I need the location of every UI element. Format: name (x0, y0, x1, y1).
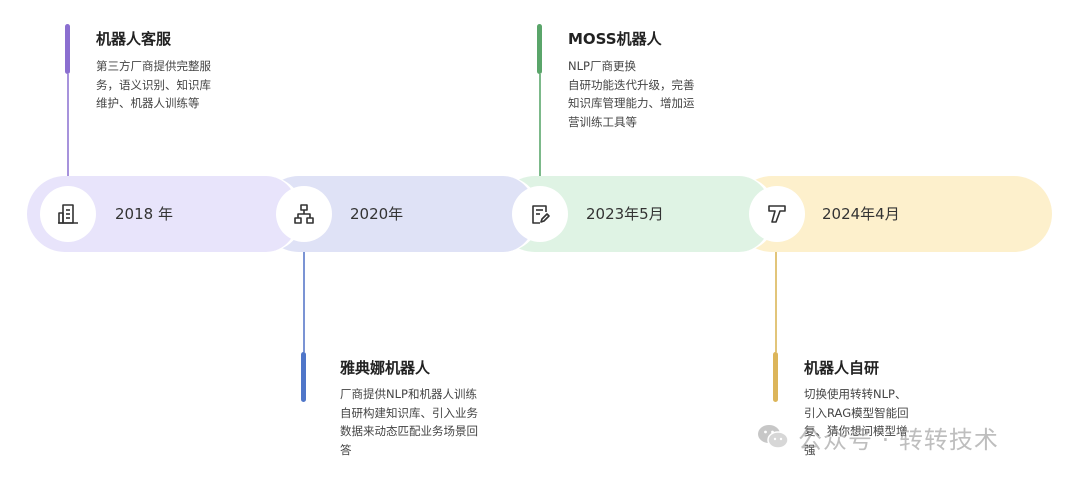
stage-desc-3-line-1: NLP厂商更换 (568, 59, 636, 73)
stage-desc-4-line-1: 切换使用转转NLP、 (804, 387, 907, 401)
document-edit-icon (532, 205, 550, 224)
stage-desc-3: NLP厂商更换 自研功能迭代升级，完善 知识库管理能力、增加运 营训练工具等 (568, 57, 695, 131)
stage-date-4: 2024年4月 (822, 205, 900, 223)
stage-stem-4 (774, 252, 777, 352)
stage-date-2: 2020年 (350, 205, 404, 223)
stage-desc-2: 厂商提供NLP和机器人训练 自研构建知识库、引入业务 数据来动态匹配业务场景回 … (340, 385, 478, 459)
stage-desc-2-line-3: 数据来动态匹配业务场景回 (340, 424, 478, 438)
watermark: 公众号 · 转转技术 (756, 420, 999, 454)
stage-icon-circle-2 (276, 186, 332, 242)
stage-desc-2-line-1: 厂商提供NLP和机器人训练 (340, 387, 477, 401)
stage-accent-bar-3 (537, 24, 542, 74)
stage-accent-bar-4 (773, 352, 778, 402)
stage-desc-3-line-3: 知识库管理能力、增加运 (568, 96, 695, 110)
wechat-icon (758, 425, 789, 449)
stage-stem-3 (538, 74, 541, 176)
stage-desc-4: 切换使用转转NLP、 引入RAG模型智能回 复、猜你想问模型增 强 (804, 385, 909, 459)
stage-title-4: 机器人自研 (804, 359, 880, 377)
stage-desc-4-line-4: 强 (804, 442, 816, 457)
stage-desc-1: 第三方厂商提供完整服 务，语义识别、知识库 维护、机器人训练等 (96, 57, 211, 113)
stage-icon-circle-1 (40, 186, 96, 242)
building-icon (58, 204, 78, 224)
org-chart-icon (294, 204, 314, 224)
stage-desc-4-line-2: 引入RAG模型智能回 (804, 405, 909, 420)
stage-date-3: 2023年5月 (586, 205, 664, 223)
stage-desc-2-line-4: 答 (340, 442, 352, 457)
stage-stem-2 (302, 252, 305, 352)
stage-desc-2-line-2: 自研构建知识库、引入业务 (340, 405, 478, 420)
stage-desc-1-line-2: 务，语义识别、知识库 (96, 77, 211, 92)
letter-t-icon (768, 205, 786, 223)
stage-title-1: 机器人客服 (96, 30, 172, 48)
stage-desc-1-line-3: 维护、机器人训练等 (96, 96, 200, 110)
stage-desc-3-line-4: 营训练工具等 (568, 114, 637, 129)
stage-desc-4-line-3: 复、猜你想问模型增 (804, 424, 908, 438)
stage-icon-circle-3 (512, 186, 568, 242)
stage-stem-1 (66, 74, 69, 176)
stage-title-2: 雅典娜机器人 (340, 359, 431, 377)
stage-accent-bar-1 (65, 24, 70, 74)
stage-title-3: MOSS机器人 (568, 30, 662, 48)
watermark-text: 公众号 · 转转技术 (798, 425, 999, 454)
stage-date-1: 2018 年 (115, 205, 173, 223)
stage-accent-bar-2 (301, 352, 306, 402)
stage-icon-circle-4 (749, 186, 805, 242)
stage-desc-3-line-2: 自研功能迭代升级，完善 (568, 77, 695, 92)
stage-desc-1-line-1: 第三方厂商提供完整服 (96, 59, 211, 73)
